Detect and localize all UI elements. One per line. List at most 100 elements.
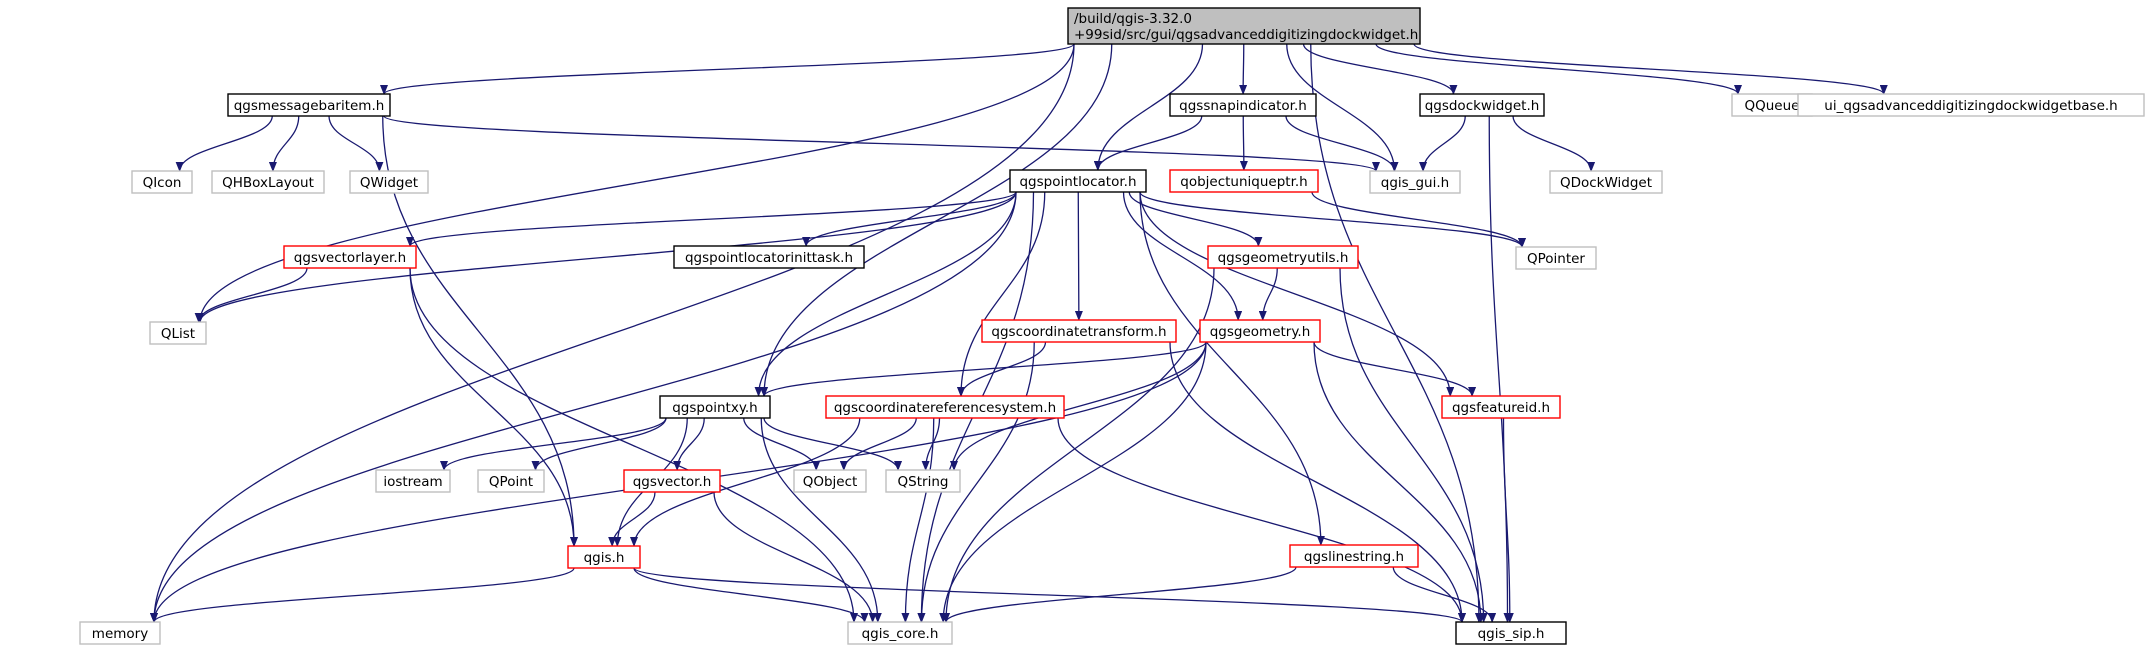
node-qgsgeometryutils[interactable]: qgsgeometryutils.h — [1207, 245, 1359, 269]
edge-root-to-qlist — [196, 43, 1075, 323]
node-box-qgsdockwidget — [1419, 93, 1545, 117]
edge-root-to-qgis_sip — [1310, 43, 1483, 623]
node-box-qgsvectorlayer — [283, 245, 417, 269]
edge-qgscrs-to-qgis_h — [630, 417, 861, 547]
edge-qobjectuniqueptr-to-qpointer — [1311, 191, 1526, 248]
edge-qgspointxy-to-qobject — [743, 417, 821, 471]
node-qpoint: QPoint — [477, 469, 545, 493]
node-qgssnapindicator[interactable]: qgssnapindicator.h — [1169, 93, 1317, 117]
edge-qgis_h-to-qgis_core — [633, 567, 869, 623]
node-box-qgspointlocator — [1009, 169, 1147, 193]
edge-qgspointlocator-to-qgscrs — [956, 191, 1046, 397]
node-qgsvector[interactable]: qgsvector.h — [623, 469, 721, 493]
edge-qgsvectorlayer-to-qgis_core — [409, 267, 858, 623]
node-qgsmessagebaritem[interactable]: qgsmessagebaritem.h — [227, 93, 391, 117]
node-label-qdockwidget: QDockWidget — [1560, 175, 1652, 191]
node-box-qobjectuniqueptr — [1169, 169, 1319, 193]
edge-qgspointxy-to-qgsvector — [673, 417, 705, 471]
node-box-qgscrs — [825, 395, 1065, 419]
node-qgis_sip[interactable]: qgis_sip.h — [1455, 621, 1567, 645]
node-label-qgssnapindicator: qgssnapindicator.h — [1179, 98, 1307, 114]
edge-root-to-ui_widgetbase — [1413, 43, 1888, 95]
edge-qgscoordinatetransform-to-qgis_sip — [1169, 341, 1466, 623]
node-qgspointlocator[interactable]: qgspointlocator.h — [1009, 169, 1147, 193]
edge-qgscrs-to-qgis_sip — [1057, 417, 1466, 623]
node-qlist: QList — [149, 321, 207, 345]
node-label-qgscrs: qgscoordinatereferencesystem.h — [834, 400, 1056, 416]
node-box-qobject — [793, 469, 867, 493]
node-qgsfeatureid[interactable]: qgsfeatureid.h — [1441, 395, 1561, 419]
node-label-qgis_gui: qgis_gui.h — [1381, 175, 1449, 191]
node-box-qgis_core — [847, 621, 953, 645]
edge-qgsvector-to-qgis_core — [713, 491, 877, 623]
node-qpointer: QPointer — [1515, 246, 1597, 270]
node-label-qgsvector: qgsvector.h — [633, 474, 712, 490]
edge-qgscrs-to-qgis_core — [901, 417, 935, 623]
node-box-qgspointlocatorinittask — [673, 245, 865, 269]
node-label-qgsfeatureid: qgsfeatureid.h — [1452, 400, 1550, 416]
node-qobject: QObject — [793, 469, 867, 493]
node-label-qgis_sip: qgis_sip.h — [1478, 626, 1545, 642]
node-qgscrs[interactable]: qgscoordinatereferencesystem.h — [825, 395, 1065, 419]
node-label-qgsdockwidget: qgsdockwidget.h — [1425, 98, 1540, 114]
node-qgslinestring[interactable]: qgslinestring.h — [1289, 544, 1419, 568]
edge-qgscoordinatetransform-to-qgscrs — [957, 341, 1047, 397]
node-label-qgspointlocator: qgspointlocator.h — [1019, 174, 1136, 190]
node-label-ui_widgetbase: ui_qgsadvanceddigitizingdockwidgetbase.h — [1824, 98, 2117, 114]
edge-root-to-qqueue — [1375, 43, 1742, 95]
node-label-qobjectuniqueptr: qobjectuniqueptr.h — [1180, 174, 1308, 190]
node-qgis_core: qgis_core.h — [847, 621, 953, 645]
node-box-qgsvector — [623, 469, 721, 493]
node-label-qgsvectorlayer: qgsvectorlayer.h — [294, 250, 406, 266]
edge-qgis_h-to-memory — [150, 567, 575, 623]
node-box-root — [1067, 7, 1421, 45]
edge-qgspointlocator-to-qgsgeometryutils — [1128, 191, 1263, 247]
edge-qgssnapindicator-to-qgis_gui — [1285, 115, 1399, 172]
node-box-qpointer — [1515, 246, 1597, 270]
edge-qgsmessagebaritem-to-qhboxlayout — [268, 115, 300, 172]
node-qgspointlocatorinittask[interactable]: qgspointlocatorinittask.h — [673, 245, 865, 269]
node-box-qicon — [131, 170, 193, 194]
edge-qgsvectorlayer-to-qlist — [194, 267, 308, 323]
edge-qgscoordinatetransform-to-qgis_core — [917, 341, 1035, 623]
node-label-qstring: QString — [898, 474, 949, 490]
node-label-qgscoordinatetransform: qgscoordinatetransform.h — [991, 324, 1166, 340]
nodes-layer: /build/qgis-3.32.0+99sid/src/gui/qgsadva… — [79, 7, 2145, 645]
node-qgsdockwidget[interactable]: qgsdockwidget.h — [1419, 93, 1545, 117]
edge-qgsgeometry-to-qstring — [950, 341, 1207, 471]
edge-root-to-qgis_gui — [1286, 43, 1399, 172]
node-qstring: QString — [885, 469, 961, 493]
node-root[interactable]: /build/qgis-3.32.0+99sid/src/gui/qgsadva… — [1067, 7, 1421, 45]
edge-qgspointlocator-to-qgslinestring — [1139, 191, 1325, 546]
node-qgsvectorlayer[interactable]: qgsvectorlayer.h — [283, 245, 417, 269]
node-qgscoordinatetransform[interactable]: qgscoordinatetransform.h — [981, 319, 1177, 343]
node-label-qgis_h: qgis.h — [584, 550, 625, 566]
node-qhboxlayout: QHBoxLayout — [211, 170, 325, 194]
node-box-qgsgeometryutils — [1207, 245, 1359, 269]
node-box-memory — [79, 621, 161, 645]
node-label-iostream: iostream — [383, 474, 442, 490]
edge-qgssnapindicator-to-qgspointlocator — [1093, 115, 1203, 171]
node-box-qstring — [885, 469, 961, 493]
edge-qgslinestring-to-qgis_core — [942, 566, 1297, 623]
node-box-qgsgeometry — [1199, 319, 1321, 343]
edge-qgspointxy-to-iostream — [440, 417, 667, 471]
edge-qgspointlocator-to-qpointer — [1139, 191, 1526, 248]
edge-qgsgeometryutils-to-qgsgeometry — [1258, 267, 1278, 321]
node-label-root-1: +99sid/src/gui/qgsadvanceddigitizingdock… — [1074, 27, 1418, 43]
node-qgsgeometry[interactable]: qgsgeometry.h — [1199, 319, 1321, 343]
node-label-qpoint: QPoint — [489, 474, 533, 490]
edges-layer — [150, 43, 1888, 623]
node-box-qgis_sip — [1455, 621, 1567, 645]
edge-qgspointlocator-to-qgspointlocatorinittask — [802, 191, 1017, 247]
node-qgis_h[interactable]: qgis.h — [567, 545, 641, 569]
node-qgspointxy[interactable]: qgspointxy.h — [659, 395, 771, 419]
node-qgis_gui: qgis_gui.h — [1369, 170, 1461, 194]
edge-qgsgeometry-to-qgspointxy — [760, 341, 1207, 397]
node-box-qgsfeatureid — [1441, 395, 1561, 419]
node-qicon: QIcon — [131, 170, 193, 194]
edge-qgsgeometry-to-qgsfeatureid — [1313, 341, 1477, 397]
node-qobjectuniqueptr[interactable]: qobjectuniqueptr.h — [1169, 169, 1319, 193]
edge-qgspointlocator-to-qgsfeatureid — [1139, 191, 1455, 397]
